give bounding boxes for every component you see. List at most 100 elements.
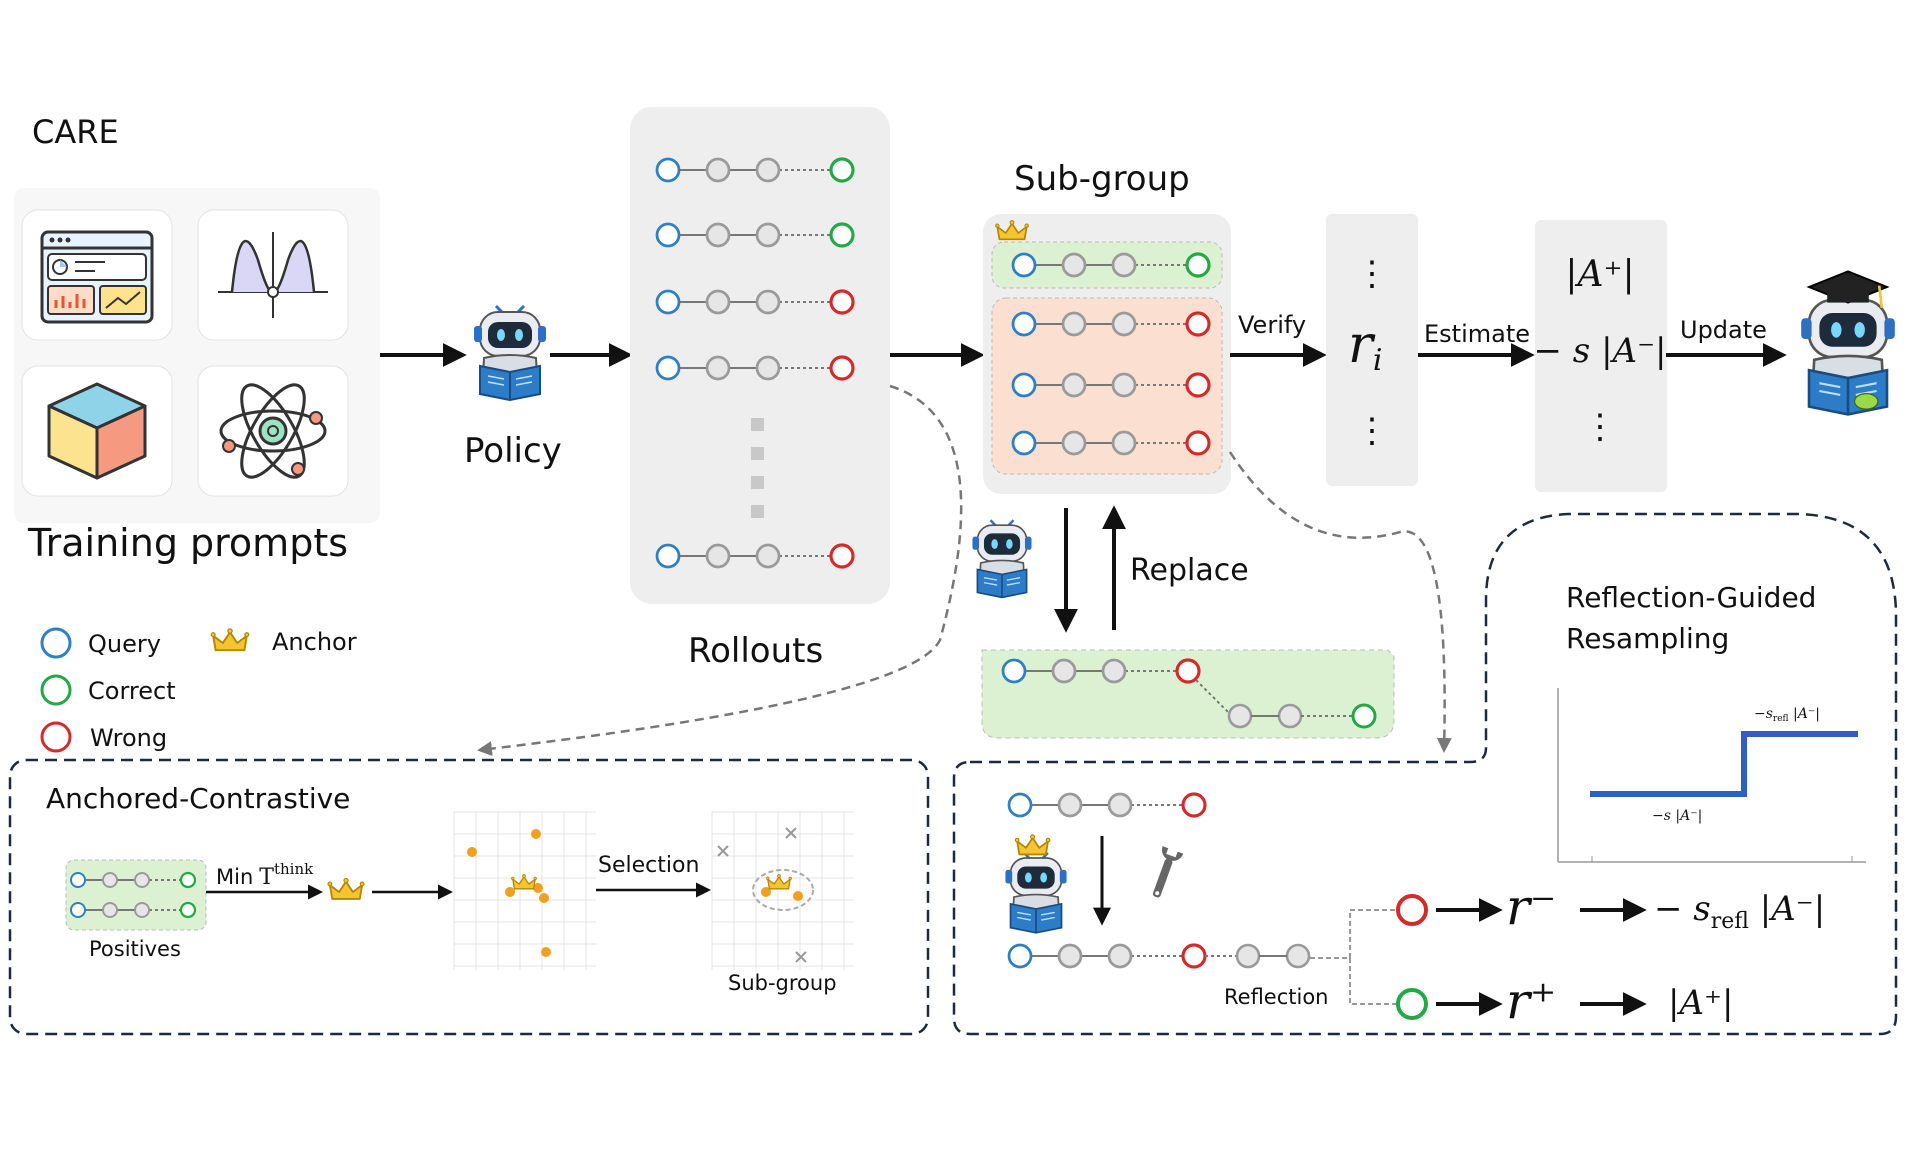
correct-node: [179, 901, 197, 919]
replace-label: Replace: [1130, 553, 1249, 588]
step-node: [755, 222, 781, 248]
positive-chain-2: [70, 901, 197, 919]
r-minus: r⁻: [1506, 878, 1556, 936]
policy-label: Policy: [464, 431, 562, 471]
reflection-box: [952, 512, 1898, 1036]
step-node: [1227, 703, 1253, 729]
positive-chain-1: [70, 871, 197, 889]
advantage-negative: − s |A⁻|: [1534, 331, 1667, 371]
step-node: [705, 222, 731, 248]
embedding-grid-1: [453, 811, 596, 970]
output-plus: |A⁺|: [1668, 983, 1733, 1023]
query-node: [1011, 372, 1037, 398]
step-node: [705, 355, 731, 381]
step-node: [755, 289, 781, 315]
step-node: [1061, 252, 1087, 278]
step-node: [755, 355, 781, 381]
rewards-dots-bottom: ⋮: [1355, 411, 1389, 451]
wrong-node: [1181, 943, 1207, 969]
embedding-grid-1-points: [467, 829, 551, 957]
legend-wrong-label: Wrong: [90, 724, 167, 752]
anchored-contrastive-box: [8, 758, 930, 1036]
min-label: Min: [216, 865, 253, 889]
query-node: [655, 222, 681, 248]
reflection-title-line2: Resampling: [1566, 622, 1729, 655]
rewards-dots-top: ⋮: [1355, 254, 1389, 294]
subgroup-chain-4: [1011, 430, 1211, 456]
r-plus: r⁺: [1506, 972, 1556, 1030]
step-node: [102, 902, 118, 918]
outcome-correct-marker: [1396, 988, 1428, 1020]
embedding-point: [761, 887, 771, 897]
step-node: [1057, 792, 1083, 818]
embedding-point: [505, 887, 515, 897]
subgroup-chain-2: [1011, 311, 1211, 337]
embedding-grid-2: [711, 811, 854, 970]
query-node: [655, 157, 681, 183]
query-node: [70, 872, 86, 888]
chain-dotted-link: [1195, 679, 1233, 717]
step-node: [134, 902, 150, 918]
diagram-title: CARE: [32, 113, 119, 151]
training-prompts-label: Training prompts: [27, 521, 348, 565]
reflection-chains: [1007, 792, 1311, 969]
rollout-chain-2: [655, 222, 855, 248]
step-node: [1111, 252, 1137, 278]
dashboard-icon: [21, 209, 173, 341]
step-node: [1107, 792, 1133, 818]
anchored-contrastive-title: Anchored-Contrastive: [46, 782, 350, 815]
selection-label: Selection: [598, 853, 699, 878]
wrong-node: [1185, 311, 1211, 337]
reflection-continuation: [1205, 943, 1311, 969]
step-node: [1235, 943, 1261, 969]
rollouts-label: Rollouts: [688, 631, 823, 671]
update-label: Update: [1680, 316, 1767, 344]
embedding-point: [793, 891, 803, 901]
plot-high-sub: refl: [1773, 714, 1789, 724]
rejected-markers: [717, 827, 807, 963]
atom-icon: [197, 365, 349, 497]
query-node: [1011, 430, 1037, 456]
selected-subgroup-outline: [752, 869, 814, 911]
reflection-robot-icon: [1004, 833, 1068, 935]
query-node: [1007, 792, 1033, 818]
embedding-point: [467, 847, 477, 857]
wrong-node: [829, 543, 855, 569]
replace-chain: [1001, 658, 1377, 729]
reflection-label: Reflection: [1224, 985, 1329, 1009]
rollout-chain-1: [655, 157, 855, 183]
correct-node: [829, 222, 855, 248]
legend-correct-label: Correct: [88, 677, 176, 705]
step-node: [1051, 658, 1077, 684]
plot-high-label: −srefl |A⁻|: [1754, 706, 1820, 724]
query-node: [655, 355, 681, 381]
reward-r: r: [1348, 315, 1376, 375]
replace-chain-continuation: [1195, 679, 1377, 729]
query-node: [1011, 252, 1037, 278]
min-T: T: [259, 865, 274, 890]
step-node: [1061, 311, 1087, 337]
step-node: [1111, 311, 1137, 337]
reward-symbol: ri: [1348, 315, 1382, 378]
subgroup-to-reflection-connector: [1228, 451, 1452, 753]
positives-label: Positives: [89, 937, 181, 961]
outcome-wrong-marker: [1396, 894, 1428, 926]
query-node: [655, 543, 681, 569]
wrong-node: [1175, 658, 1201, 684]
advantage-positive: |A⁺|: [1565, 254, 1634, 295]
step-node: [1285, 943, 1311, 969]
query-node: [655, 289, 681, 315]
wrong-node: [1185, 430, 1211, 456]
anchored-subgroup-label: Sub-group: [728, 971, 837, 995]
step-node: [705, 289, 731, 315]
step-node: [705, 543, 731, 569]
legend: Query Correct Wrong Anchor: [40, 627, 357, 753]
wrench-icon: [1152, 846, 1184, 898]
rewards-panel: [1326, 214, 1418, 486]
reward-step-line: [1590, 731, 1858, 797]
step-node: [1061, 372, 1087, 398]
embedding-grid-2-lines: [711, 811, 854, 970]
correct-node: [1351, 703, 1377, 729]
wrong-node: [829, 289, 855, 315]
